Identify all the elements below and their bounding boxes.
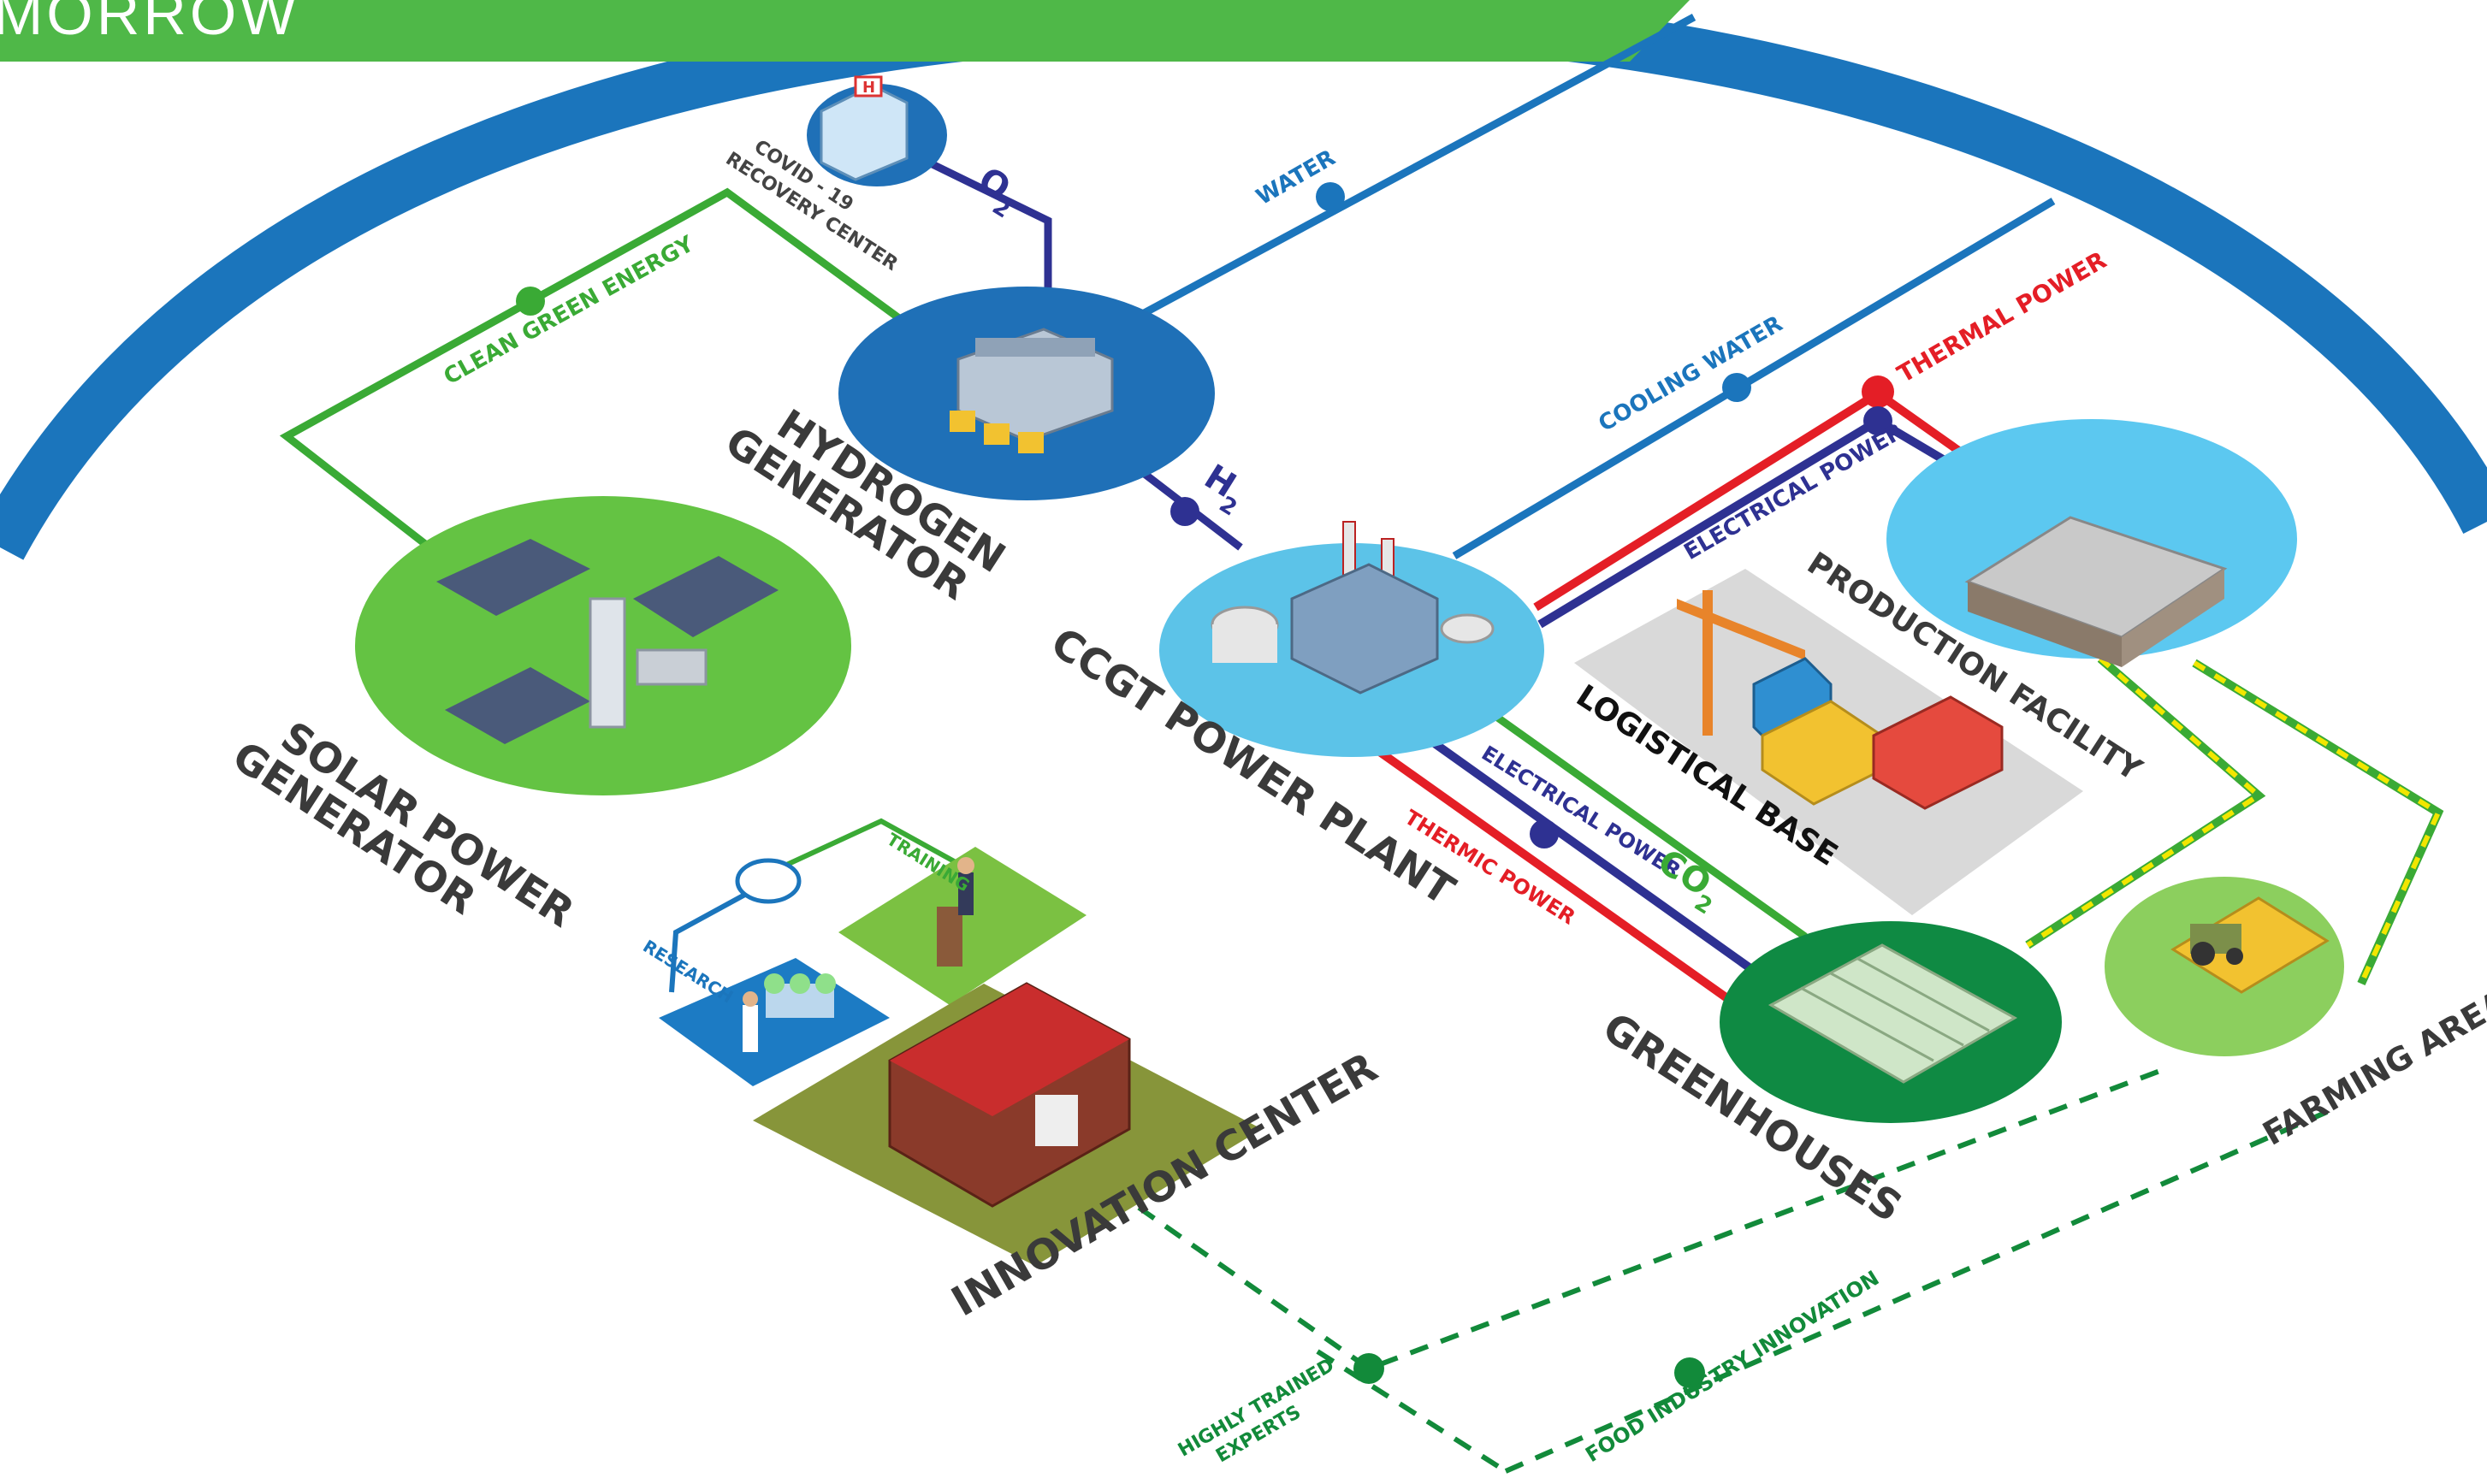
power-plant-icon bbox=[1211, 521, 1495, 695]
factory-building-icon bbox=[1964, 516, 2228, 667]
clean-energy-label: CLEAN GREEN ENERGY bbox=[440, 231, 699, 390]
thermal-power-dot bbox=[1862, 375, 1894, 408]
food-line-branch bbox=[1316, 1349, 1507, 1474]
production-to-greenhouse-line-dash bbox=[2026, 656, 2263, 948]
thermic-power-line bbox=[1366, 740, 1739, 1009]
o2-line bbox=[901, 145, 1052, 304]
logistics-node bbox=[1574, 569, 2083, 915]
clean-energy-dot bbox=[516, 287, 545, 316]
production-to-farming-line-dash bbox=[2193, 660, 2442, 985]
crane-container-truck-icon bbox=[1677, 590, 2004, 810]
hydrogen-node bbox=[838, 287, 1215, 500]
university-building-icon bbox=[888, 982, 1131, 1208]
o2-label: O 2 bbox=[971, 160, 1016, 224]
farming-node bbox=[2105, 877, 2344, 1056]
lab-scientist-icon bbox=[743, 973, 836, 1052]
water-dot bbox=[1316, 182, 1345, 211]
water-line bbox=[1135, 14, 1696, 320]
banner-title: MORROW bbox=[0, 0, 299, 47]
innovation-node bbox=[659, 847, 1262, 1266]
cooling-water-dot bbox=[1722, 373, 1751, 402]
covid-node: H bbox=[807, 75, 947, 186]
food-label: FOOD INDUSTRY INNOVATION bbox=[1581, 1266, 1883, 1467]
hydrogen-plant-icon bbox=[950, 328, 1114, 453]
thermal-power-label: THERMAL POWER bbox=[1892, 245, 2111, 388]
h2-dot bbox=[1170, 497, 1199, 526]
food-dot bbox=[1674, 1357, 1705, 1388]
experts-line bbox=[1110, 1067, 2166, 1372]
solar-panel-array-icon bbox=[436, 539, 779, 744]
research-line bbox=[669, 878, 772, 993]
hospital-building-icon: H bbox=[820, 75, 909, 181]
podium-speaker-icon bbox=[937, 857, 974, 967]
title-banner: MORROW bbox=[0, 0, 1690, 62]
electrical-power-bottom-dot bbox=[1530, 819, 1559, 848]
h2-label: H 2 bbox=[1198, 457, 1243, 521]
svg-text:H: H bbox=[862, 79, 875, 97]
experts-label: HIGHLY TRAINED EXPERTS bbox=[1175, 1355, 1338, 1467]
solar-node bbox=[355, 496, 851, 795]
greenhouses-node bbox=[1720, 921, 2062, 1123]
electrical-power-bottom-line bbox=[1409, 723, 1756, 975]
co2-line bbox=[1490, 711, 1808, 940]
electrical-power-top-dot bbox=[1863, 406, 1892, 435]
clean-energy-line bbox=[279, 187, 905, 559]
innovation-hub-node bbox=[735, 858, 802, 904]
tractor-icon bbox=[2170, 896, 2330, 994]
research-label: RESEARCH bbox=[639, 936, 737, 1008]
greenhouse-icon bbox=[1768, 943, 2018, 1084]
production-node bbox=[1886, 419, 2297, 667]
ccgt-node bbox=[1159, 521, 1544, 757]
electrical-power-bottom-label: ELECTRICAL POWER bbox=[1477, 741, 1685, 883]
cooling-water-line bbox=[1452, 198, 2056, 559]
